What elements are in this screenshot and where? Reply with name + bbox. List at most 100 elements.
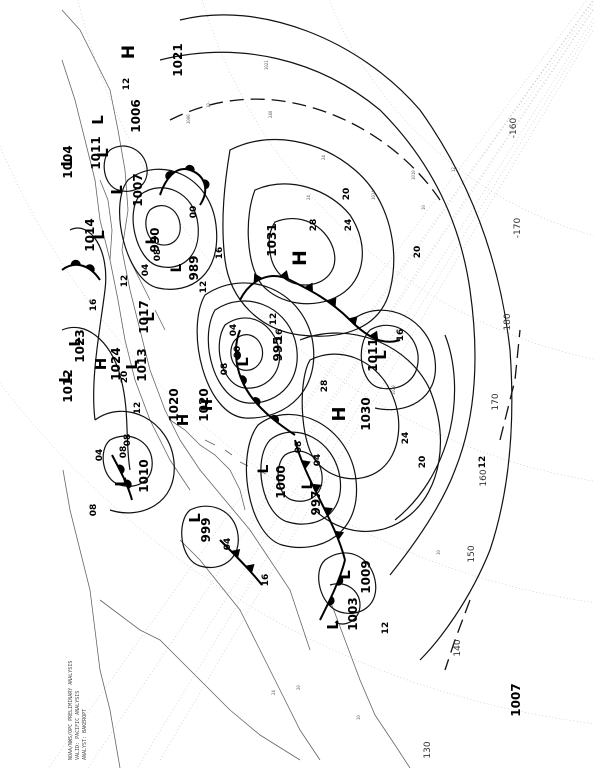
low-letter: L: [336, 570, 354, 580]
pressure-value: 1009: [359, 560, 373, 593]
header-line-3: ANALYST: BAKEROPT: [82, 709, 88, 760]
cold-front-triangle: [230, 548, 241, 559]
isobar-value-label: 28: [309, 219, 319, 232]
longitude-label: 180: [503, 313, 513, 330]
header-line-2: VALID: PACIFIC ANALYSIS: [75, 691, 81, 760]
station-label: 10-: [206, 101, 211, 108]
isobar-low-990-2: [132, 187, 199, 268]
warm-front-semicircle: [117, 464, 125, 475]
asia-coastline: [61, 9, 311, 651]
isobar-value-label: 16: [396, 329, 406, 342]
pressure-value: 997: [309, 490, 323, 515]
isobar-east-24: [394, 334, 456, 521]
isobar-high-1030-outer: [299, 332, 441, 533]
occluded-front-2: [319, 559, 346, 621]
low-letter: L: [89, 115, 107, 125]
warm-front-semicircle: [239, 375, 247, 385]
isobar-value-label: 20: [342, 188, 352, 201]
isobar-low-1009: [318, 552, 377, 614]
isobar-value-label: 12: [120, 275, 130, 288]
alaska-coastline: [179, 539, 321, 761]
low-letter: L: [300, 480, 316, 489]
warm-front-semicircle: [165, 171, 174, 180]
front-low-1010: [111, 454, 133, 501]
warm-front-semicircle: [184, 164, 195, 172]
isobar-value-label: 16: [89, 299, 99, 312]
station-label: 24: [321, 155, 326, 160]
isobar-value-label: 12: [122, 78, 132, 91]
isobar-low-1010-outer: [94, 410, 175, 514]
cold-front-triangle: [301, 460, 311, 470]
high-letter: H: [289, 250, 311, 266]
kamchatka-coast: [169, 419, 246, 511]
warm-front-semicircle: [70, 259, 81, 265]
pressure-value: 1011: [366, 338, 380, 371]
isobar-outer: [179, 14, 513, 661]
pressure-value: 1023: [73, 329, 87, 362]
isobar-value-label: 08: [123, 434, 133, 447]
pressure-value: 999: [199, 517, 213, 542]
isobar-high-1031-inner: [268, 217, 336, 286]
isobar-mid-west: [69, 227, 107, 421]
station-label: 1021: [264, 60, 269, 70]
isobar-value-label: 08: [89, 504, 99, 517]
pressure-value: 989: [187, 255, 201, 280]
warm-front-1: [234, 329, 296, 436]
isobar-value-label: 12: [478, 456, 488, 469]
cold-front-triangle: [369, 330, 379, 341]
front-symbols: [70, 164, 379, 606]
isobar-low-1011: [360, 324, 419, 390]
pressure-value: 1020: [167, 388, 181, 421]
low-letter: L: [144, 235, 160, 244]
front-west: [61, 263, 101, 281]
station-label: 1020: [391, 385, 396, 395]
station-label: 24: [306, 195, 311, 200]
front-low-999: [219, 539, 263, 586]
isobar-value-label: 12: [269, 313, 279, 326]
pressure-value: 1020: [197, 388, 211, 421]
pressure-value: 1010: [137, 459, 151, 492]
pressure-value: 1021: [171, 43, 185, 76]
warm-front-semicircle: [336, 575, 344, 586]
isobar-value-label: 16: [261, 574, 271, 587]
isobar-value-label: 12: [133, 402, 143, 415]
isobar-value-label: 04: [229, 324, 239, 337]
station-label: 20: [296, 685, 301, 690]
high-pressure-center: H 1031: [265, 223, 311, 266]
pressure-value: 1006: [129, 99, 143, 132]
isobar-value-label: 08: [153, 249, 163, 262]
isobar-value-label: 00: [189, 206, 199, 219]
pressure-value: 1031: [265, 223, 279, 256]
meridian-line: [249, 7, 594, 521]
header-line-1: NOAA/NWS/OPC PRELIMINARY ANALYSIS: [68, 661, 74, 760]
isobar-low-990-3: [119, 168, 218, 290]
coastlines: [61, 9, 411, 768]
low-letter: L: [169, 263, 185, 272]
pressure-value: 1011: [89, 136, 103, 169]
cold-front-triangle: [323, 507, 333, 517]
longitude-label: 130: [423, 741, 433, 758]
pressure-value: 995: [271, 336, 285, 361]
isobar-value-label: 28: [320, 380, 330, 393]
isobars: [61, 14, 513, 661]
isobar-low-995-3: [207, 300, 298, 404]
pressure-value: 1004: [61, 145, 75, 178]
station-label: 12: [451, 167, 456, 172]
longitude-label: 160: [479, 469, 489, 486]
isobar-low-999: [181, 505, 239, 568]
low-letter: L: [66, 337, 84, 347]
cold-front-triangle: [327, 297, 337, 308]
warm-front-semicircle: [252, 397, 261, 406]
station-label: 1014: [371, 190, 376, 200]
isobar-value-label: 16: [275, 329, 285, 342]
isobar-value-label: 12: [199, 281, 209, 294]
low-pressure-center: L 1006: [89, 99, 143, 132]
pressure-value: 1007: [509, 683, 523, 716]
longitude-label: -160: [509, 118, 519, 139]
